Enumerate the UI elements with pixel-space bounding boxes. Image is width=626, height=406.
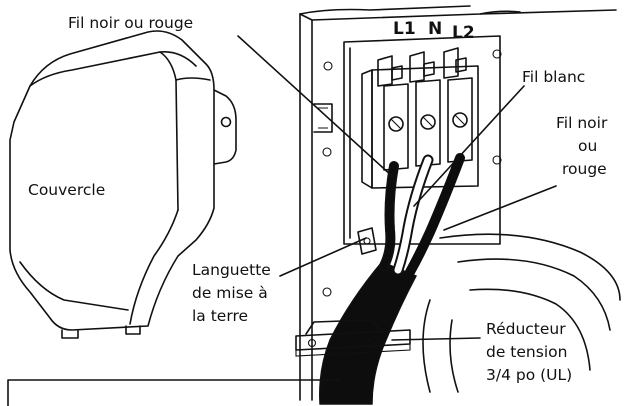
leader-bracket [7, 379, 341, 406]
terminal-screw-l1 [388, 116, 404, 132]
label-white-wire: Fil blanc [522, 68, 585, 86]
leader-black-red-right [443, 185, 557, 231]
terminal-screw-l2 [452, 112, 468, 128]
label-strain-relief: Réducteur de tension 3/4 po (UL) [486, 320, 572, 384]
strain-relief-clamp [295, 319, 411, 357]
leader-lines [7, 35, 557, 406]
label-terminal-l1: L1 [393, 19, 416, 39]
label-strain-relief-line-1: Réducteur [486, 320, 566, 338]
terminal-block [361, 47, 479, 189]
terminal-block-cover [9, 30, 237, 339]
leader-white [413, 85, 525, 207]
label-terminal-l2: L2 [452, 23, 475, 43]
label-black-red-right-line-3: rouge [562, 160, 607, 178]
label-strain-relief-line-3: 3/4 po (UL) [486, 366, 572, 384]
label-black-red-wire-right: Fil noir ou rouge [556, 114, 608, 178]
label-ground-tab-line-2: de mise à [192, 284, 268, 302]
leader-black-red-top [237, 35, 393, 177]
leader-ground-tab [279, 237, 367, 277]
terminal-screw-n [420, 114, 436, 130]
label-black-red-right-line-2: ou [578, 137, 597, 155]
label-terminal-n: N [428, 19, 442, 39]
label-ground-tab-line-3: la terre [192, 307, 248, 325]
label-cover: Couvercle [28, 181, 105, 199]
power-cord [319, 153, 465, 405]
label-black-red-right-line-1: Fil noir [556, 114, 608, 132]
label-ground-tab-line-1: Languette [192, 261, 271, 279]
leader-strain-relief [391, 337, 481, 341]
label-ground-tab: Languette de mise à la terre [192, 261, 271, 325]
label-strain-relief-line-2: de tension [486, 343, 567, 361]
label-black-red-wire-top: Fil noir ou rouge [68, 14, 193, 32]
